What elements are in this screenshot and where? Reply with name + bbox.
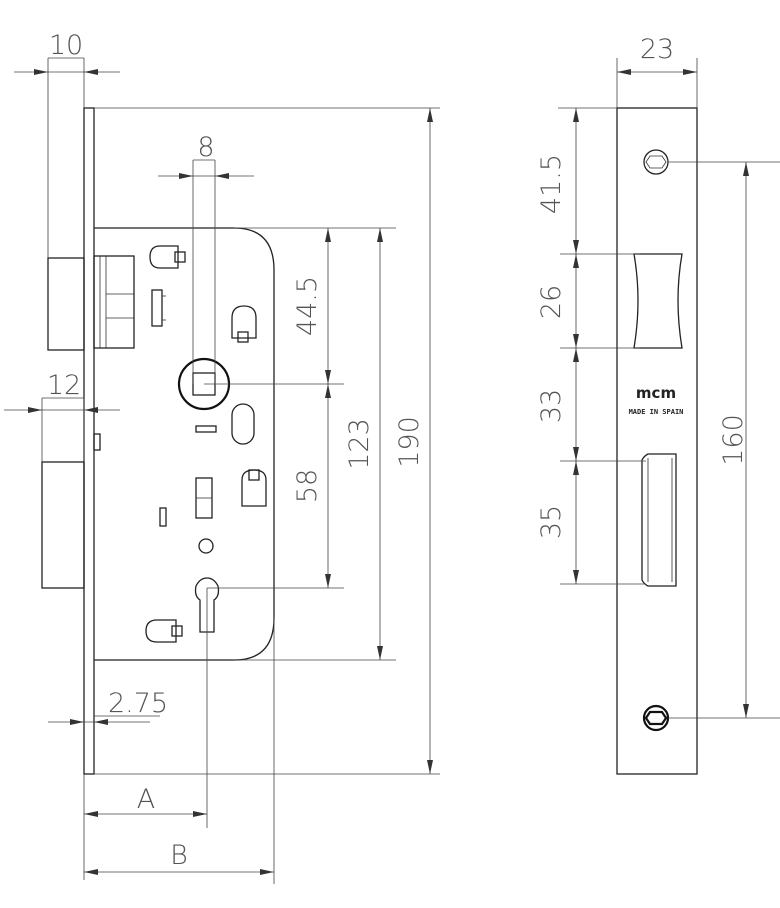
dim-190-label: 190 (394, 416, 425, 468)
latch-bolt (47, 255, 135, 351)
dim-26-label: 26 (536, 285, 567, 319)
dim-23-label: 23 (640, 34, 674, 65)
dim-2-75-label: 2.75 (108, 688, 168, 719)
dead-bolt (41, 433, 101, 589)
dim-44-5-label: 44.5 (292, 276, 323, 336)
left-dimensions: 10 12 8 44.5 58 (4, 30, 440, 884)
dim-10-label: 10 (49, 30, 83, 61)
right-dimensions: 23 41.5 26 33 35 160 (536, 34, 780, 719)
faceplate-front-view: mcm MADE IN SPAIN (616, 107, 698, 775)
dim-58-label: 58 (292, 469, 323, 503)
made-in-spain-label: MADE IN SPAIN (629, 408, 684, 416)
top-screw-icon (643, 149, 669, 175)
dim-123-label: 123 (344, 418, 375, 470)
latch-opening (633, 253, 683, 349)
faceplate (616, 107, 698, 775)
front-plate (83, 107, 95, 775)
dim-8-label: 8 (197, 132, 214, 163)
dim-35-label: 35 (536, 505, 567, 539)
dim-160-label: 160 (718, 414, 749, 466)
deadbolt-opening (641, 453, 677, 587)
lock-case (94, 227, 275, 661)
bottom-screw-icon (642, 704, 670, 732)
lock-body-side-view (41, 107, 275, 775)
keyhole (194, 577, 220, 633)
dim-12-label: 12 (47, 370, 81, 401)
dim-a-label: A (137, 784, 155, 815)
internal-parts (145, 245, 267, 643)
brand-logo: mcm (636, 384, 676, 402)
dim-41-5-label: 41.5 (536, 154, 567, 214)
dim-b-label: B (170, 840, 188, 871)
dim-33-label: 33 (536, 389, 567, 423)
